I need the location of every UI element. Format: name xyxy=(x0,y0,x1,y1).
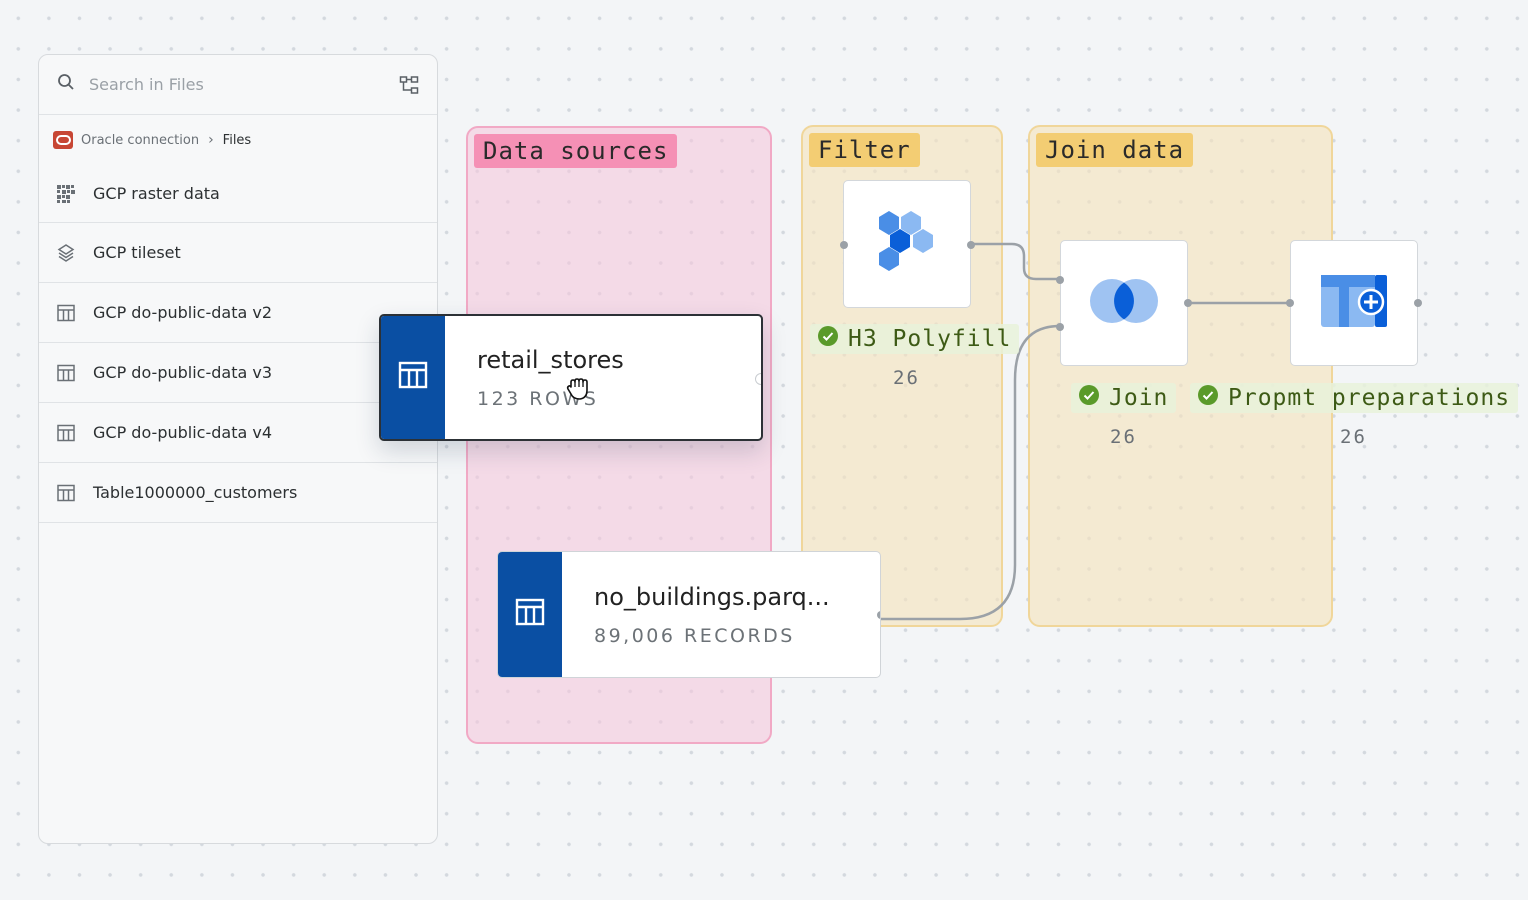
output-port[interactable] xyxy=(755,373,761,385)
oracle-logo-icon xyxy=(53,131,73,149)
list-item-label: Table1000000_customers xyxy=(93,483,298,502)
list-item[interactable]: GCP do-public-data v3 xyxy=(39,343,437,403)
source-card-buildings[interactable]: no_buildings.parq... 89,006 RECORDS xyxy=(497,551,881,678)
source-row-count: 123 ROWS xyxy=(477,387,599,410)
list-item-label: GCP do-public-data v3 xyxy=(93,363,273,382)
table-icon xyxy=(55,362,77,384)
h3-status-label: H3 Polyfill xyxy=(848,326,1012,352)
breadcrumb-connection[interactable]: Oracle connection xyxy=(81,132,200,148)
source-card-band xyxy=(498,552,562,677)
input-port-top[interactable] xyxy=(1056,276,1064,284)
group-join-data[interactable]: Join data xyxy=(1028,125,1333,627)
prep-count: 26 xyxy=(1340,426,1367,448)
table-icon xyxy=(55,422,77,444)
prep-status-badge: Propmt preparations xyxy=(1190,383,1519,413)
source-record-count: 89,006 RECORDS xyxy=(594,624,795,647)
table-icon xyxy=(55,482,77,504)
output-port[interactable] xyxy=(967,241,975,249)
source-title: retail_stores xyxy=(477,345,624,374)
group-label-filter: Filter xyxy=(809,133,920,167)
list-item[interactable]: GCP do-public-data v2 xyxy=(39,283,437,343)
breadcrumb-current: Files xyxy=(222,132,252,148)
input-port-bottom[interactable] xyxy=(1056,323,1064,331)
group-label-data-sources: Data sources xyxy=(474,134,678,168)
group-label-join-data: Join data xyxy=(1036,133,1194,167)
check-circle-icon xyxy=(1079,385,1099,411)
join-node[interactable] xyxy=(1056,240,1192,366)
table-add-column-icon xyxy=(1319,273,1389,334)
source-card-band xyxy=(381,316,445,439)
list-item-label: GCP raster data xyxy=(93,184,220,203)
output-port[interactable] xyxy=(877,611,880,619)
list-item[interactable]: GCP do-public-data v4 xyxy=(39,403,437,463)
list-item-label: GCP do-public-data v2 xyxy=(93,303,273,322)
table-icon xyxy=(398,361,428,394)
list-item-label: GCP tileset xyxy=(93,243,181,262)
venn-join-icon xyxy=(1089,276,1159,331)
check-circle-icon xyxy=(1198,385,1218,411)
h3-count: 26 xyxy=(893,367,920,389)
breadcrumb: Oracle connection › Files xyxy=(39,115,437,165)
join-count: 26 xyxy=(1110,426,1137,448)
search-icon xyxy=(57,73,75,96)
prep-status-label: Propmt preparations xyxy=(1228,385,1511,411)
check-circle-icon xyxy=(818,326,838,352)
h3-hexagons-icon xyxy=(875,207,939,282)
grab-hand-cursor-icon xyxy=(564,372,596,409)
input-port[interactable] xyxy=(840,241,848,249)
list-item-label: GCP do-public-data v4 xyxy=(93,423,273,442)
chevron-right-icon: › xyxy=(208,132,214,148)
join-status-label: Join xyxy=(1109,385,1169,411)
list-item[interactable]: Table1000000_customers xyxy=(39,463,437,523)
join-status-badge: Join xyxy=(1071,383,1177,413)
h3-status-badge: H3 Polyfill xyxy=(810,324,1020,354)
list-item[interactable]: GCP raster data xyxy=(39,165,437,223)
h3-polyfill-node[interactable] xyxy=(840,180,975,308)
source-title: no_buildings.parq... xyxy=(594,582,830,611)
source-card-retail-stores-dragging[interactable]: retail_stores 123 ROWS xyxy=(379,314,763,441)
output-port[interactable] xyxy=(1414,299,1422,307)
file-list: GCP raster data GCP tileset GCP do-publi… xyxy=(39,165,437,523)
tileset-layers-icon xyxy=(55,242,77,264)
raster-grid-icon xyxy=(55,183,77,205)
input-port[interactable] xyxy=(1286,299,1294,307)
table-icon xyxy=(515,598,545,631)
tree-view-icon[interactable] xyxy=(399,75,419,95)
prompt-preparations-node[interactable] xyxy=(1286,240,1422,366)
search-row xyxy=(39,55,437,115)
files-sidebar: Oracle connection › Files GCP raster dat… xyxy=(38,54,438,844)
search-input[interactable] xyxy=(87,74,399,95)
output-port[interactable] xyxy=(1184,299,1192,307)
list-item[interactable]: GCP tileset xyxy=(39,223,437,283)
table-icon xyxy=(55,302,77,324)
